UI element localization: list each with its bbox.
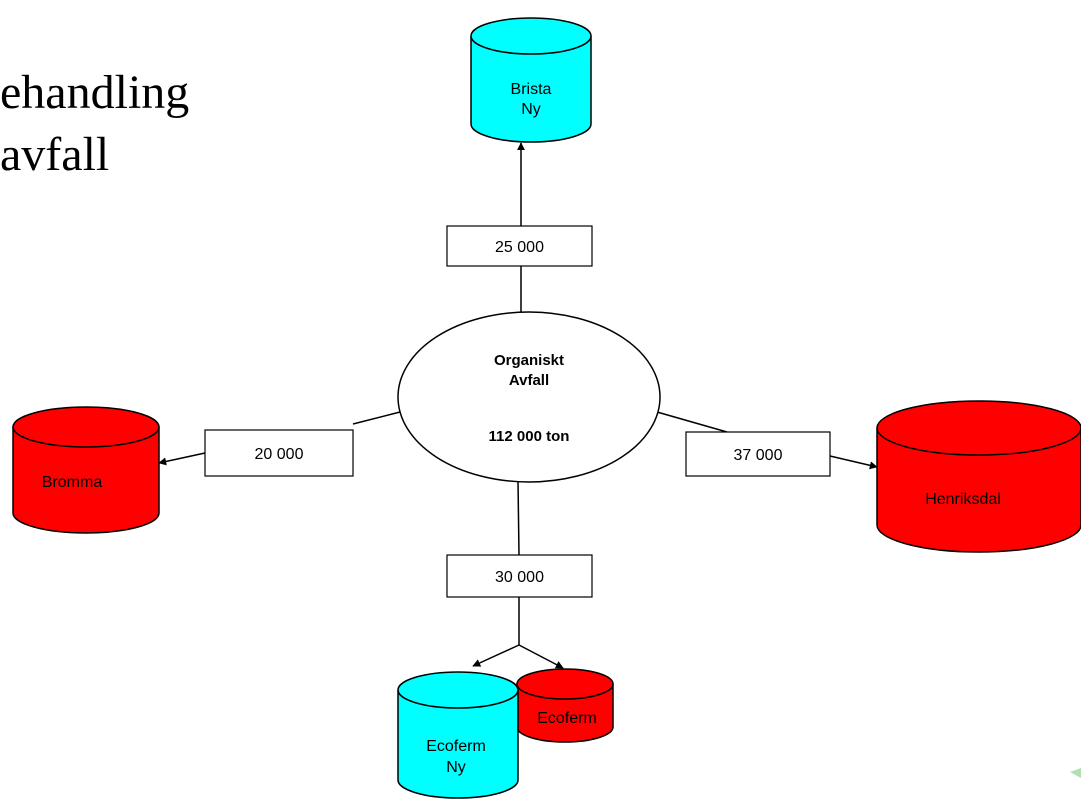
flow-box-brista: 25 000	[446, 225, 593, 267]
cylinder-ecoferm-ny-body	[397, 690, 519, 799]
center-label-line-1: Organiskt	[494, 352, 564, 369]
brista-label-line-1: Brista	[511, 81, 552, 98]
corner-decoration	[1070, 768, 1081, 778]
arrow-to-henriksdal	[829, 455, 878, 470]
cylinder-ecoferm-body	[516, 684, 614, 743]
cylinder-ecoferm-top	[516, 668, 614, 700]
bromma-label: Bromma	[42, 474, 103, 491]
cylinder-henriksdal: Henriksdal	[876, 400, 1081, 553]
slide-title-line-2: avfall	[0, 128, 110, 181]
cylinder-bromma-top	[12, 406, 160, 448]
cylinder-ecoferm: Ecoferm	[516, 668, 614, 743]
flow-value-henriksdal: 37 000	[734, 447, 783, 464]
ecoferm-ny-label-line-2: Ny	[446, 759, 466, 776]
connector-right	[656, 411, 728, 433]
cylinder-brista-ny-top	[470, 17, 592, 55]
cylinder-bromma: Bromma	[12, 406, 160, 534]
cylinder-henriksdal-top	[876, 400, 1081, 456]
cylinder-ecoferm-ny: Ecoferm Ny	[397, 671, 519, 799]
henriksdal-label: Henriksdal	[925, 491, 1001, 508]
cylinder-ecoferm-ny-top	[397, 671, 519, 709]
ecoferm-label: Ecoferm	[537, 710, 597, 727]
center-label-line-2: Avfall	[509, 372, 549, 389]
flow-box-bromma: 20 000	[204, 429, 354, 477]
cylinder-brista-ny: Brista Ny	[470, 17, 592, 143]
center-ellipse	[397, 311, 661, 483]
center-node: Organiskt Avfall 112 000 ton	[397, 311, 661, 483]
flow-value-brista: 25 000	[495, 239, 544, 256]
ecoferm-ny-label-line-1: Ecoferm	[426, 738, 486, 755]
slide-title-line-1: ehandling	[0, 66, 190, 119]
flow-box-henriksdal: 37 000	[685, 431, 831, 477]
arrow-to-ecoferm	[518, 644, 564, 669]
flow-connectors	[158, 142, 878, 669]
cylinder-bromma-body	[12, 427, 160, 534]
connector-down-upper	[517, 480, 520, 556]
flow-value-bromma: 20 000	[255, 446, 304, 463]
flow-value-ecoferm: 30 000	[495, 569, 544, 586]
flow-box-ecoferm: 30 000	[446, 554, 593, 598]
center-amount: 112 000 ton	[489, 428, 570, 445]
cylinder-brista-ny-body	[470, 36, 592, 143]
slide-title: ehandling avfall	[0, 62, 189, 186]
brista-label-line-2: Ny	[521, 101, 541, 118]
arrow-to-bromma	[158, 452, 206, 466]
connector-left	[352, 411, 401, 425]
cylinder-henriksdal-body	[876, 428, 1081, 553]
arrow-to-ecoferm-ny	[472, 644, 520, 667]
